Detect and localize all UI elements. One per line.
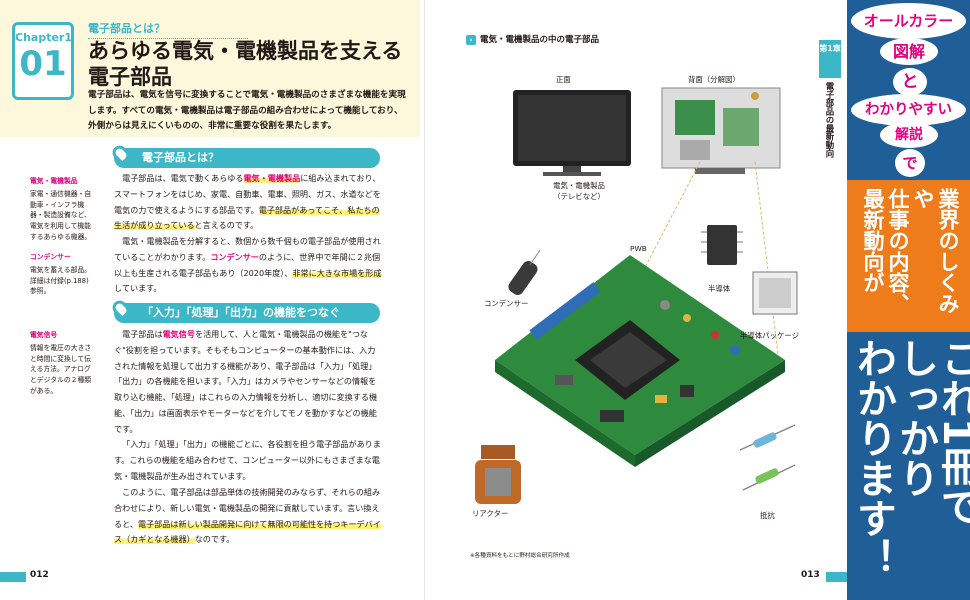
figure-title-text: 電気・電機製品の中の電子部品 — [480, 35, 600, 45]
section-heading-1: 電子部品とは？ — [114, 148, 380, 168]
semiconductor-chip-icon — [701, 225, 743, 265]
obi-bubble-3: と — [893, 68, 927, 96]
keyword: 電気・電機製品 — [243, 173, 301, 183]
text-run: 電子部品は — [122, 329, 163, 339]
resistor-icon — [739, 424, 796, 491]
chapter-badge: Chapter1 01 — [12, 22, 74, 100]
obi-bubble-4: わかりやすい — [851, 94, 966, 126]
page-number-left: 012 — [30, 570, 49, 580]
highlight: 電子部品は新しい製品開発に向けて無限の可能性を持つキーデバイス（カギとなる機器） — [114, 518, 381, 545]
capacitor-icon — [508, 249, 541, 295]
section1-paragraph-2: 電気・電機製品を分解すると、数個から数千個もの電子部品が使用されていることがわか… — [114, 234, 382, 297]
obi-bubble-5: 解説 — [880, 122, 938, 148]
sidebar-text: 電気を蓄える部品。詳細は付録(p.188)参照。 — [30, 265, 91, 296]
text-run: を活用して、人と電気・電機製品の機能を"つなぐ"役割を担っています。そもそもコン… — [114, 329, 378, 434]
semiconductor-package-icon — [752, 271, 798, 315]
chapter-vertical-title: 電子部品の最新動向 — [825, 82, 835, 158]
sidebar-text: 情報を電圧の大きさと時間に変換して伝える方法。アナログとデジタルの２種類がある。 — [30, 343, 92, 395]
text-run: と言えるのです。 — [194, 220, 259, 231]
label-resistor: 抵抗 — [760, 511, 775, 520]
label-tv: 電気・電機製品 （テレビなど） — [553, 181, 605, 201]
pcb-board-icon — [495, 255, 785, 467]
title-line-1: あらゆる電気・電機製品を支える — [88, 39, 403, 63]
label-reactor: リアクター — [472, 509, 509, 518]
eyebrow: 電子部品とは？ — [88, 20, 248, 39]
sidebar-term: 電気信号 — [30, 331, 58, 339]
tv-front-icon — [513, 90, 631, 176]
highlight: 非常に大きな市場を形成 — [292, 267, 382, 278]
tv-back-exploded-icon — [661, 87, 781, 174]
page-title: あらゆる電気・電機製品を支える 電子部品 — [88, 38, 418, 90]
source-note: ※各種資料をもとに野村総合研究所作成 — [470, 553, 570, 559]
chapter-number: 01 — [19, 44, 67, 84]
obi-bubble-2: 図解 — [880, 38, 938, 65]
text-run: 電子部品は、電気で動くあらゆる — [122, 173, 244, 183]
sidebar-term: 電気・電機製品 — [30, 177, 78, 185]
section-heading-2: 「入力」「処理」「出力」の機能をつなぐ — [114, 303, 380, 323]
sidebar-note-1: 電気・電機製品 家電・通信機器・自動車・インフラ機器・製造設備など、電気を利用し… — [30, 176, 94, 243]
lead-paragraph: 電子部品は、電気を信号に変換することで電気・電機製品のさまざまな機能を実現します… — [88, 90, 406, 132]
obi-big-text: これ1冊で しっかり わかります！ — [850, 338, 970, 578]
gutter-divider — [424, 0, 425, 600]
footer-bar-right — [826, 572, 847, 582]
reactor-icon — [475, 445, 521, 504]
page-number-right: 013 — [801, 570, 820, 580]
text-run: このように、電子部品は部品単体の技術開発のみならず、それらの組み合わせにより、新… — [114, 487, 381, 529]
sidebar-text: 家電・通信機器・自動車・インフラ機器・製造設備など、電気を利用して機能するあらゆ… — [30, 189, 92, 241]
section2-paragraph-2: 「入力」「処理」「出力」の機能ごとに、各役割を担う電子部品があります。これらの機… — [114, 439, 381, 481]
label-back: 背面（分解図） — [688, 75, 740, 84]
footer-bar-left — [0, 572, 26, 582]
label-front: 正面 — [556, 75, 571, 84]
obi-bubble-6: で — [895, 149, 925, 177]
sidebar-note-3: 電気信号 情報を電圧の大きさと時間に変換して伝える方法。アナログとデジタルの２種… — [30, 330, 94, 397]
text-run: のように、世界中で年間に２兆個以上も生産される電子部品もあり（2020年度）、 — [114, 251, 381, 278]
obi-band-bottom — [847, 332, 970, 600]
sidebar-note-2: コンデンサー 電気を蓄える部品。詳細は付録(p.188)参照。 — [30, 252, 94, 297]
section2-paragraph-1: 電子部品は電気信号を活用して、人と電気・電機製品の機能を"つなぐ"役割を担ってい… — [114, 327, 382, 438]
label-pwb: PWB — [630, 244, 647, 253]
title-line-2: 電子部品 — [88, 65, 172, 89]
chapter-tab: 第1章 — [819, 40, 841, 78]
text-run: なのです。 — [194, 534, 235, 545]
figure-title: › 電気・電機製品の中の電子部品 — [466, 33, 599, 45]
chapter-label: Chapter1 — [15, 31, 72, 44]
label-semiconductor: 半導体 — [708, 284, 731, 293]
sidebar-term: コンデンサー — [30, 253, 71, 261]
label-semiconductor-package: 半導体パッケージ — [740, 331, 799, 340]
text-run: 電気・電機製品を分解すると、数個から数千個もの電子部品が使用されていることがわか… — [114, 236, 381, 262]
chevron-right-icon: › — [466, 35, 476, 45]
section2-paragraph-3: このように、電子部品は部品単体の技術開発のみならず、それらの組み合わせにより、新… — [114, 485, 382, 548]
text-run: に組み込まれており、スマートフォンをはじめ、家電、自動車、電車、照明、ガス、水道… — [114, 173, 381, 215]
keyword: コンデンサー — [210, 251, 259, 262]
obi-band-orange — [847, 180, 970, 332]
section1-paragraph-1: 電子部品は、電気で動くあらゆる電気・電機製品に組み込まれており、スマートフォンを… — [114, 171, 382, 234]
electronics-illustration — [475, 87, 798, 504]
obi-bubble-1: オールカラー — [851, 3, 966, 39]
obi-orange-text: 業界のしくみや 仕事の内容、 最新動向が — [861, 188, 960, 314]
text-run: しています。 — [114, 283, 162, 294]
label-capacitor: コンデンサー — [484, 299, 529, 308]
keyword: 電気信号 — [162, 329, 195, 339]
